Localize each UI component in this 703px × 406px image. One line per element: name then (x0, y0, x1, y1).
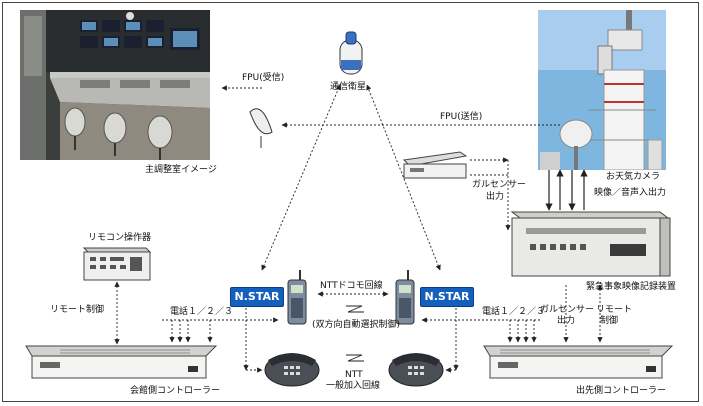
control-room-photo (20, 10, 210, 160)
fpu-receive-dish-icon (249, 108, 273, 148)
satellite-icon (339, 31, 363, 75)
satellite-right-link (366, 84, 441, 271)
auto-select-label: (双方向自動選択制御) (312, 320, 401, 330)
mobile-phone-left-icon (287, 270, 307, 325)
remote-control-left-label: リモート制御 (50, 305, 105, 315)
desk-phone-right-icon (388, 353, 444, 387)
gal-sensor-right-label-2: 出力 (557, 316, 576, 326)
remote-right-label-2: 制御 (600, 316, 619, 326)
satellite-label: 通信衛星 (330, 82, 367, 92)
mobile-phone-right-icon (395, 270, 415, 325)
diagram-frame (2, 2, 699, 402)
weather-camera-photo (538, 10, 666, 170)
fpu-receive-label: FPU(受信) (242, 73, 285, 83)
phone-right-label: 電話１／２／３ (482, 307, 546, 317)
remote-controller-label: 出先側コントローラー (576, 386, 667, 396)
gal-sensor-unit-icon (402, 151, 468, 179)
satellite-left-link (261, 84, 341, 271)
remote-controller-icon (483, 345, 674, 379)
recorder-unit-icon (510, 211, 671, 277)
docomo-line-label: NTTドコモ回線 (320, 281, 383, 291)
nstar-left-badge: N.STAR (230, 287, 284, 307)
gal-sensor-top-label-1: ガルセンサー (472, 180, 527, 190)
recorder-label: 緊急事象映像記録装置 (586, 282, 677, 292)
desk-phone-left-icon (264, 353, 320, 387)
video-audio-label: 映像／音声入出力 (594, 188, 667, 198)
hall-controller-icon (25, 345, 218, 379)
ntt-line-label-1: NTT (345, 370, 363, 380)
fpu-send-label: FPU(送信) (440, 112, 483, 122)
control-room-label: 主調整室イメージ (145, 165, 217, 175)
gal-sensor-top-label-2: 出力 (486, 192, 505, 202)
ntt-line-label-2: 一般加入回線 (326, 381, 381, 391)
remote-right-label-1: リモート (596, 305, 633, 315)
control-room-image (20, 10, 210, 160)
phone-left-label: 電話１／２／３ (170, 307, 234, 317)
weather-camera-label: お天気カメラ (606, 172, 661, 182)
hall-controller-label: 会館側コントローラー (130, 386, 221, 396)
weather-camera-image (538, 10, 666, 170)
docomo-zigzag (346, 305, 364, 313)
nstar-right-badge: N.STAR (420, 287, 474, 307)
remote-op-label: リモコン操作器 (88, 233, 152, 243)
remote-operator-icon (82, 247, 152, 281)
ntt-zigzag (346, 354, 364, 362)
gal-sensor-right-label-1: ガルセンサー (540, 305, 595, 315)
